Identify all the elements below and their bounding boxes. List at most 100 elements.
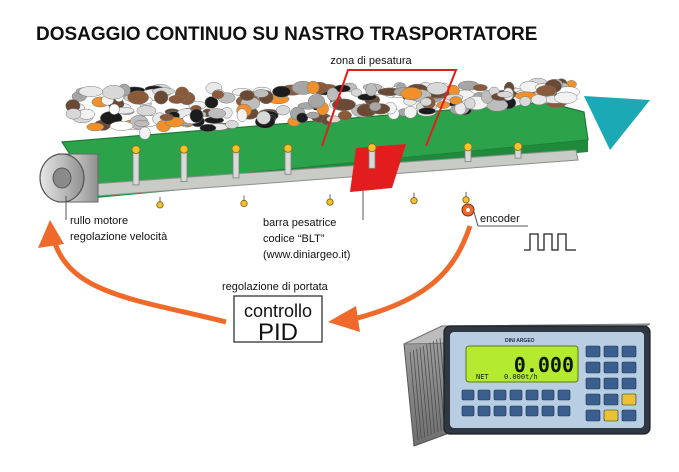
frame-bolt: [410, 197, 418, 205]
stone: [464, 97, 476, 110]
encoder-pulse-signal-icon: [524, 233, 576, 251]
frame-bolt: [462, 196, 470, 204]
display-flow-value: 0.000t/h: [504, 373, 538, 381]
indicator-key: [585, 345, 601, 358]
load-cell-label: barra pesatrice: [263, 217, 336, 229]
encoder-leader: [473, 211, 479, 227]
stone: [168, 94, 185, 104]
diagram-title: DOSAGGIO CONTINUO SU NASTRO TRASPORTATOR…: [36, 24, 537, 45]
stone: [108, 103, 120, 115]
indicator-key: [585, 393, 601, 406]
indicator-key: [621, 393, 637, 406]
stone: [426, 82, 448, 95]
indicator-key: [621, 361, 637, 374]
stone: [199, 124, 217, 132]
stone: [86, 122, 105, 132]
stone: [350, 88, 363, 97]
indicator-key: [585, 361, 601, 374]
weigh-zone-plate: [350, 144, 406, 192]
stone: [189, 108, 204, 123]
stone: [400, 87, 423, 101]
indicator-key: [603, 345, 619, 358]
indicator-key: [557, 405, 571, 417]
indicator-key: [585, 377, 601, 390]
load-cell-code-label: codice “BLT”: [263, 233, 325, 245]
indicator-key: [525, 405, 539, 417]
display-net-indicator: NET: [476, 373, 489, 381]
indicator-key: [603, 361, 619, 374]
indicator-key: [541, 405, 555, 417]
idler-roller: [231, 144, 241, 154]
stone: [109, 121, 134, 131]
stone: [326, 87, 339, 102]
conveyor-belt: [60, 101, 589, 198]
stone: [153, 90, 169, 105]
indicator-key: [493, 389, 507, 401]
stone: [65, 108, 82, 120]
load-cell-url-label: (www.diniargeo.it): [263, 249, 350, 261]
idler-supports: [131, 142, 523, 186]
indicator-key: [603, 409, 619, 422]
stone: [159, 113, 174, 122]
stone: [207, 108, 226, 119]
conveyed-material: [65, 77, 580, 140]
stone: [403, 106, 417, 119]
indicator-key: [603, 393, 619, 406]
indicator-brand: DINI ARGEO: [505, 338, 535, 344]
stone: [134, 120, 150, 127]
stone: [127, 90, 149, 105]
frame-bolts: [156, 191, 470, 209]
stone: [519, 96, 531, 107]
stone: [418, 107, 436, 115]
stone: [239, 90, 255, 101]
stone: [236, 108, 248, 122]
motor-roller-label: rullo motore: [70, 215, 128, 227]
stone: [211, 90, 225, 100]
idler-roller: [283, 143, 293, 153]
stone: [472, 84, 488, 92]
pid-box-name: PID: [258, 319, 298, 346]
stone: [204, 96, 219, 109]
flow-regulation-label: regolazione di portata: [222, 281, 329, 293]
stone: [369, 101, 382, 112]
stone: [306, 80, 320, 94]
stone: [496, 91, 513, 98]
display-weight-value: 0.000: [514, 353, 574, 377]
support-post: [132, 149, 140, 186]
stone: [536, 85, 557, 97]
indicator-key: [603, 377, 619, 390]
stone: [256, 110, 271, 125]
idler-roller: [513, 142, 523, 151]
indicator-key: [621, 345, 637, 358]
stone: [420, 97, 432, 107]
motor-roller-icon: [39, 153, 99, 203]
support-post: [180, 148, 188, 182]
indicator-key: [525, 389, 539, 401]
frame-bolt: [326, 198, 334, 206]
stone: [276, 105, 291, 116]
pid-box-title: controllo: [244, 301, 312, 321]
frame-bolt: [240, 199, 248, 208]
stone: [307, 94, 325, 109]
stone: [365, 83, 377, 97]
weighing-zone-label: zona di pesatura: [330, 55, 412, 67]
indicator-key: [477, 389, 491, 401]
indicator-key: [509, 405, 523, 417]
stone: [296, 112, 309, 124]
indicator-key: [557, 389, 571, 401]
stone: [136, 105, 157, 117]
idler-roller: [367, 143, 377, 153]
pid-to-motor-arrow: [51, 239, 227, 325]
stone: [449, 96, 462, 105]
indicator-key: [461, 405, 475, 417]
indicator-key: [493, 405, 507, 417]
indicator-keypad: [461, 345, 637, 422]
stone: [272, 85, 291, 98]
motor-speed-label: regolazione velocità: [70, 231, 168, 243]
indicator-key: [477, 405, 491, 417]
encoder-icon: [461, 203, 475, 217]
idler-roller: [179, 144, 189, 154]
indicator-lcd: [465, 345, 579, 383]
pid-control-box: [233, 295, 323, 343]
stone: [138, 126, 151, 140]
